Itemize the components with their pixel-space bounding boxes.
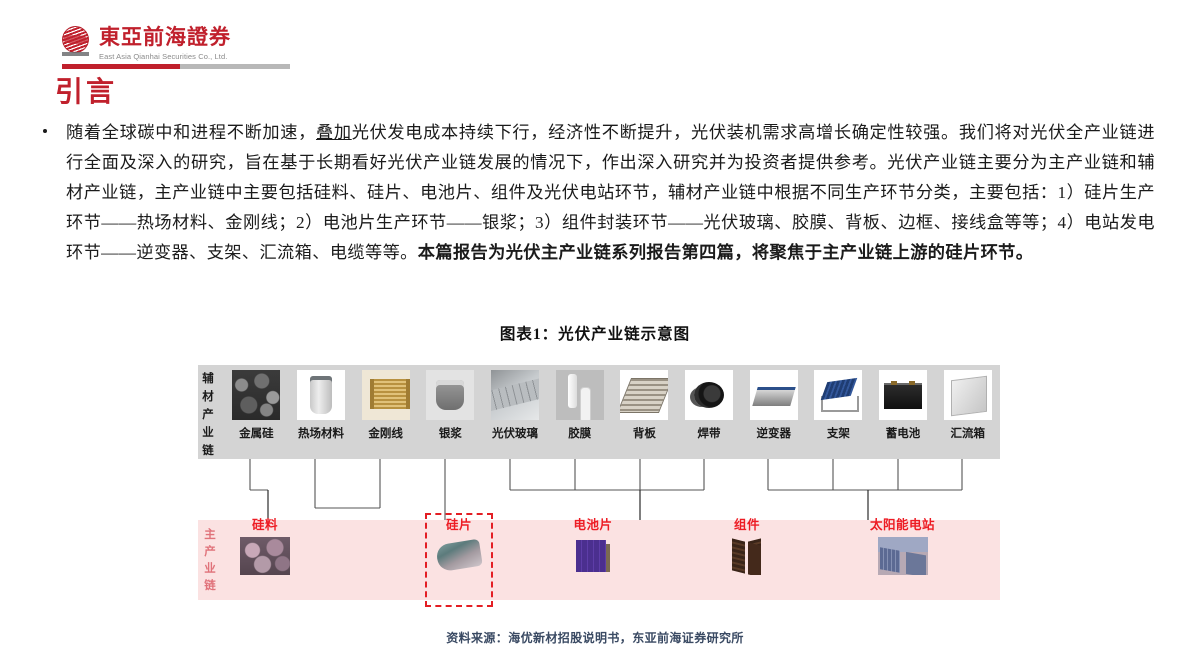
storage-battery-thumb [879, 370, 928, 420]
auxiliary-chain-band: 辅材产业链 金属硅 热场材料 金刚线 银浆 光伏玻璃 胶膜 背板 焊带 逆变器 支架 蓄电池 汇流箱 [198, 365, 1000, 459]
main-chain-node-module: 组件 [722, 514, 772, 575]
rail-label-char: 产 [202, 409, 214, 421]
rail-label-char: 主 [204, 529, 216, 541]
inverter-thumb [749, 370, 798, 420]
thumb-art [491, 370, 540, 420]
thumb-art [879, 370, 928, 420]
pv-glass-thumb [491, 370, 540, 420]
bullet-dot-icon [43, 129, 47, 133]
metal-silicon-thumb [232, 370, 281, 420]
backsheet-thumb [620, 370, 669, 420]
header-rule-grey-segment [180, 64, 290, 69]
globe-logo-icon [62, 26, 92, 56]
auxiliary-chain-label: 辅材产业链 [198, 370, 218, 460]
auxiliary-chain-item-label: 支架 [826, 428, 850, 440]
auxiliary-chain-item: 光伏玻璃 [483, 365, 548, 459]
auxiliary-chain-item-label: 胶膜 [568, 428, 592, 440]
pv-industry-chain-diagram: 辅材产业链 金属硅热场材料金刚线银浆光伏玻璃胶膜背板焊带逆变器支架蓄电池汇流箱 [190, 362, 1000, 612]
main-chain-label: 主产业链 [200, 527, 220, 595]
paragraph-run: 随着全球碳中和进程不断加速， [66, 123, 316, 142]
rail-label-char: 链 [204, 580, 216, 592]
rail-label-char: 材 [202, 391, 214, 403]
auxiliary-chain-item: 胶膜 [547, 365, 612, 459]
thumb-art [361, 370, 410, 420]
page-header: 東亞前海證券 East Asia Qianhai Securities Co.,… [0, 0, 1190, 70]
thumb-art [814, 370, 863, 420]
main-chain-node-label: 电池片 [573, 518, 613, 532]
paragraph-run: 本篇报告为光伏主产业链系列报告第四篇，将聚焦于主产业链上游的硅片环节。 [417, 243, 1034, 262]
auxiliary-chain-item: 金刚线 [353, 365, 418, 459]
main-chain-node-cell: 电池片 [568, 514, 618, 575]
figure-source-note: 资料来源：海优新材招股说明书，东亚前海证券研究所 [446, 631, 744, 645]
thermal-field-material-thumb [297, 370, 345, 420]
auxiliary-chain-item-label: 背板 [632, 428, 656, 440]
auxiliary-chain-item: 背板 [612, 365, 677, 459]
main-chain-node-power-plant: 太阳能电站 [870, 514, 935, 575]
combiner-box-thumb [943, 370, 992, 420]
main-chain-node-label: 组件 [733, 518, 760, 532]
main-chain-node-label: 硅料 [251, 518, 278, 532]
header-rule-red-segment [62, 64, 180, 69]
header-divider-rule [62, 64, 290, 69]
thumb-art [685, 370, 734, 420]
diamond-wire-thumb [361, 370, 410, 420]
paragraph-run: 叠加 [316, 123, 352, 142]
rail-label-char: 链 [202, 445, 214, 457]
rail-label-char: 辅 [202, 373, 214, 385]
solar-cell-thumb [568, 537, 618, 575]
pv-module-thumb [722, 537, 772, 575]
figure-title: 图表1：光伏产业链示意图 [499, 326, 691, 343]
intro-paragraph: 随着全球碳中和进程不断加速，叠加光伏发电成本持续下行，经济性不断提升，光伏装机需… [66, 118, 1155, 268]
thumb-art [297, 370, 345, 420]
auxiliary-chain-item: 焊带 [677, 365, 742, 459]
company-name-cn: 東亞前海證券 [99, 25, 231, 49]
auxiliary-chain-item-label: 金属硅 [239, 428, 274, 440]
thumb-art [620, 370, 669, 420]
intro-paragraph-block: 随着全球碳中和进程不断加速，叠加光伏发电成本持续下行，经济性不断提升，光伏装机需… [40, 118, 1155, 268]
company-name-en: East Asia Qianhai Securities Co., Ltd. [99, 52, 228, 61]
solder-ribbon-thumb [685, 370, 734, 420]
thumb-art [232, 370, 281, 420]
main-chain-node-label: 硅片 [445, 518, 472, 532]
auxiliary-chain-item-label: 焊带 [697, 428, 721, 440]
auxiliary-chain-item: 支架 [806, 365, 871, 459]
auxiliary-chain-item-label: 光伏玻璃 [492, 428, 539, 440]
company-logo-text: 東亞前海證券 East Asia Qianhai Securities Co.,… [99, 26, 231, 62]
polysilicon-thumb [240, 537, 290, 575]
auxiliary-chain-item: 逆变器 [741, 365, 806, 459]
paragraph-run: 光伏发电成本持续下行，经济性不断提升，光伏装机需求高增长确定性较强。我们将对光伏… [66, 123, 1155, 262]
encapsulant-film-thumb [555, 370, 604, 420]
auxiliary-chain-item: 热场材料 [289, 365, 354, 459]
auxiliary-chain-item: 银浆 [418, 365, 483, 459]
auxiliary-chain-item-label: 逆变器 [756, 428, 791, 440]
thumb-art [749, 370, 798, 420]
wafer-highlight-box [425, 513, 493, 607]
auxiliary-chain-item-label: 金刚线 [368, 428, 403, 440]
main-chain-node-label: 太阳能电站 [870, 518, 936, 532]
auxiliary-chain-item: 金属硅 [224, 365, 289, 459]
rail-label-char: 业 [204, 563, 216, 575]
auxiliary-chain-items: 金属硅 热场材料 金刚线 银浆 光伏玻璃 胶膜 背板 焊带 逆变器 支架 蓄电池 汇流箱 [224, 365, 1000, 459]
auxiliary-chain-item: 蓄电池 [871, 365, 936, 459]
mounting-bracket-thumb [814, 370, 863, 420]
page-title: 引言 [55, 77, 118, 108]
thumb-art [943, 370, 992, 420]
main-chain-node-wafer: 硅片 [434, 514, 484, 575]
auxiliary-chain-item-label: 银浆 [438, 428, 462, 440]
solar-power-plant-thumb [877, 537, 928, 575]
thumb-art [426, 370, 475, 420]
auxiliary-chain-item-label: 汇流箱 [950, 428, 985, 440]
auxiliary-chain-item-label: 蓄电池 [885, 428, 921, 440]
silver-paste-thumb [426, 370, 475, 420]
main-chain-node-polysilicon: 硅料 [240, 514, 290, 575]
auxiliary-chain-item: 汇流箱 [935, 365, 1000, 459]
thumb-art [555, 370, 604, 420]
rail-label-char: 产 [204, 546, 216, 558]
auxiliary-chain-item-label: 热场材料 [298, 428, 344, 440]
company-logo: 東亞前海證券 East Asia Qianhai Securities Co.,… [62, 26, 231, 62]
rail-label-char: 业 [202, 427, 214, 439]
